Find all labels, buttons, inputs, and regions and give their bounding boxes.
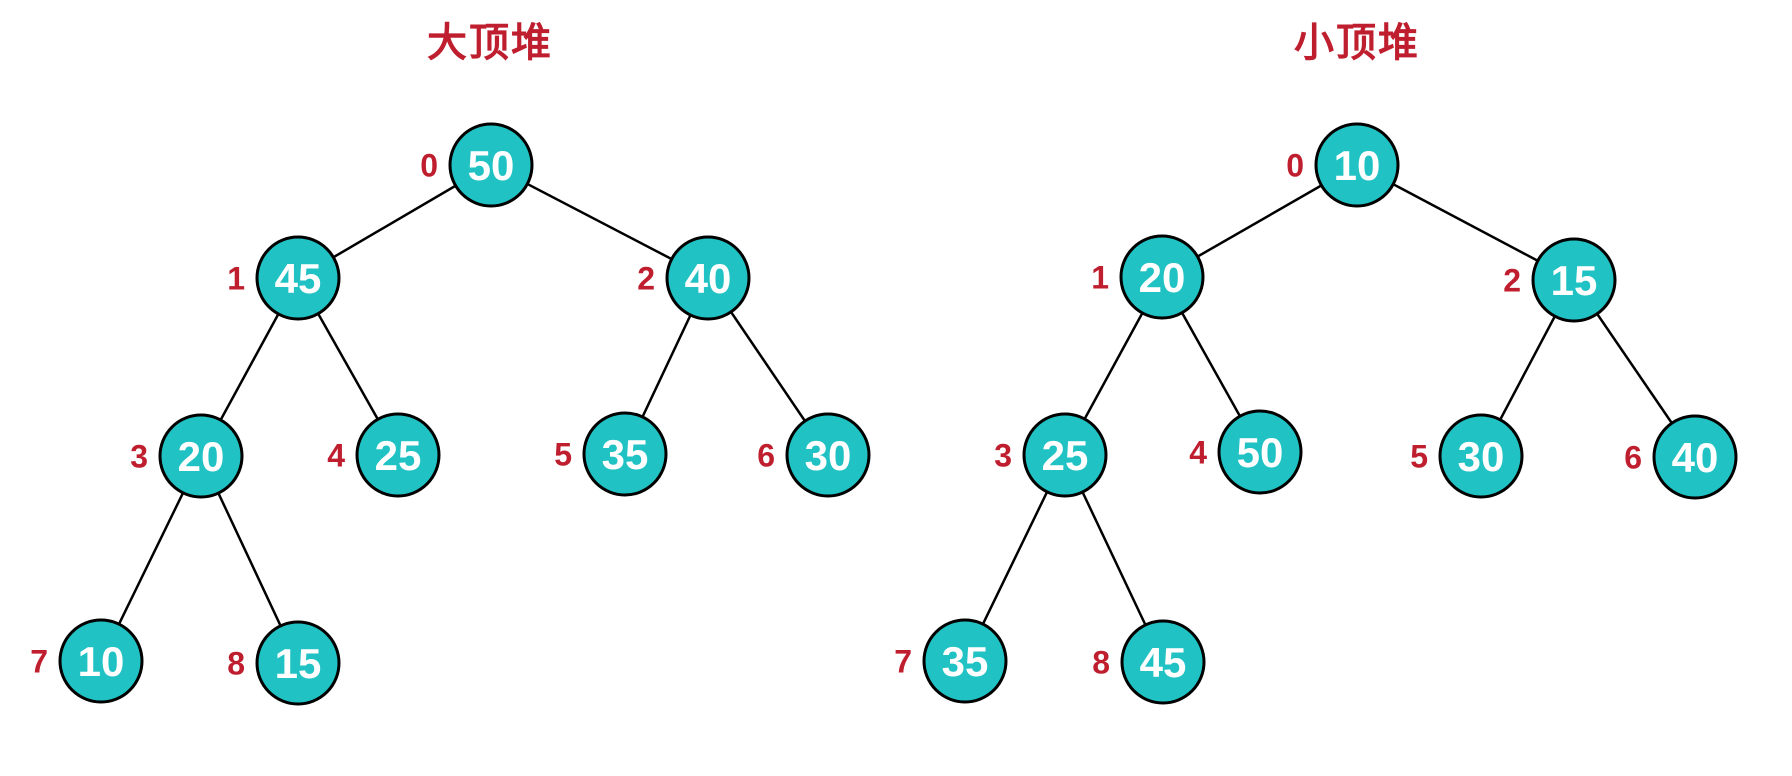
node-circle: [255, 620, 341, 706]
node-circle: [255, 235, 341, 321]
max-heap-node-4: 25 4: [327, 412, 441, 498]
node-index-label: 7: [894, 644, 912, 680]
node-circle: [58, 618, 144, 704]
node-index-label: 4: [327, 438, 345, 474]
node-index-label: 3: [994, 438, 1012, 474]
node-index-label: 2: [1503, 263, 1521, 299]
node-index-label: 3: [130, 439, 148, 475]
node-circle: [665, 235, 751, 321]
node-value: 25: [1042, 432, 1089, 479]
node-circle: [1022, 412, 1108, 498]
node-value: 20: [1139, 254, 1186, 301]
node-value: 10: [1334, 142, 1381, 189]
node-index-label: 1: [227, 261, 245, 297]
max-heap-node-6: 30 6: [757, 412, 871, 498]
node-value: 45: [1140, 639, 1187, 686]
min-heap-tree: 10 0 20 1 15 2 25 3 50 4 30 5 40 6 35 7 45 8: [894, 122, 1738, 705]
node-index-label: 2: [637, 261, 655, 297]
node-index-label: 5: [1410, 439, 1428, 475]
max-heap-node-0: 50 0: [420, 122, 534, 208]
node-circle: [1652, 414, 1738, 500]
node-circle: [158, 413, 244, 499]
min-heap-node-6: 40 6: [1624, 414, 1738, 500]
node-value: 45: [275, 255, 322, 302]
node-value: 30: [1458, 433, 1505, 480]
node-value: 50: [1237, 429, 1284, 476]
min-heap-node-5: 30 5: [1410, 413, 1524, 499]
max-heap-title: 大顶堆: [427, 21, 553, 65]
node-circle: [582, 411, 668, 497]
min-heap-node-4: 50 4: [1189, 409, 1303, 495]
min-heap-node-7: 35 7: [894, 618, 1008, 704]
max-heap-node-3: 20 3: [130, 413, 244, 499]
node-index-label: 8: [1092, 645, 1110, 681]
min-heap-node-8: 45 8: [1092, 619, 1206, 705]
min-heap-node-3: 25 3: [994, 412, 1108, 498]
node-index-label: 5: [554, 437, 572, 473]
node-index-label: 7: [30, 644, 48, 680]
node-index-label: 4: [1189, 435, 1207, 471]
node-circle: [785, 412, 871, 498]
node-circle: [1438, 413, 1524, 499]
node-value: 30: [805, 432, 852, 479]
node-circle: [1314, 122, 1400, 208]
node-value: 35: [942, 638, 989, 685]
node-circle: [1217, 409, 1303, 495]
node-index-label: 1: [1091, 260, 1109, 296]
node-circle: [1531, 237, 1617, 323]
max-heap-node-5: 35 5: [554, 411, 668, 497]
node-value: 35: [602, 431, 649, 478]
max-heap-node-7: 10 7: [30, 618, 144, 704]
max-heap-node-2: 40 2: [637, 235, 751, 321]
node-circle: [922, 618, 1008, 704]
node-index-label: 6: [757, 438, 775, 474]
node-value: 10: [78, 638, 125, 685]
node-circle: [448, 122, 534, 208]
node-circle: [1119, 234, 1205, 320]
node-value: 40: [1672, 434, 1719, 481]
node-index-label: 0: [420, 148, 438, 184]
node-value: 15: [1551, 257, 1598, 304]
node-value: 15: [275, 640, 322, 687]
node-value: 40: [685, 255, 732, 302]
node-circle: [355, 412, 441, 498]
node-index-label: 8: [227, 646, 245, 682]
node-index-label: 0: [1286, 148, 1304, 184]
max-heap-node-8: 15 8: [227, 620, 341, 706]
min-heap-node-2: 15 2: [1503, 237, 1617, 323]
min-heap-title: 小顶堆: [1294, 21, 1420, 65]
node-value: 50: [468, 142, 515, 189]
node-index-label: 6: [1624, 440, 1642, 476]
max-heap-node-1: 45 1: [227, 235, 341, 321]
node-circle: [1120, 619, 1206, 705]
node-value: 25: [375, 432, 422, 479]
min-heap-node-1: 20 1: [1091, 234, 1205, 320]
max-heap-tree: 50 0 45 1 40 2 20 3 25 4 35 5 30 6 10 7 15 8: [30, 122, 871, 706]
node-value: 20: [178, 433, 225, 480]
min-heap-node-0: 10 0: [1286, 122, 1400, 208]
